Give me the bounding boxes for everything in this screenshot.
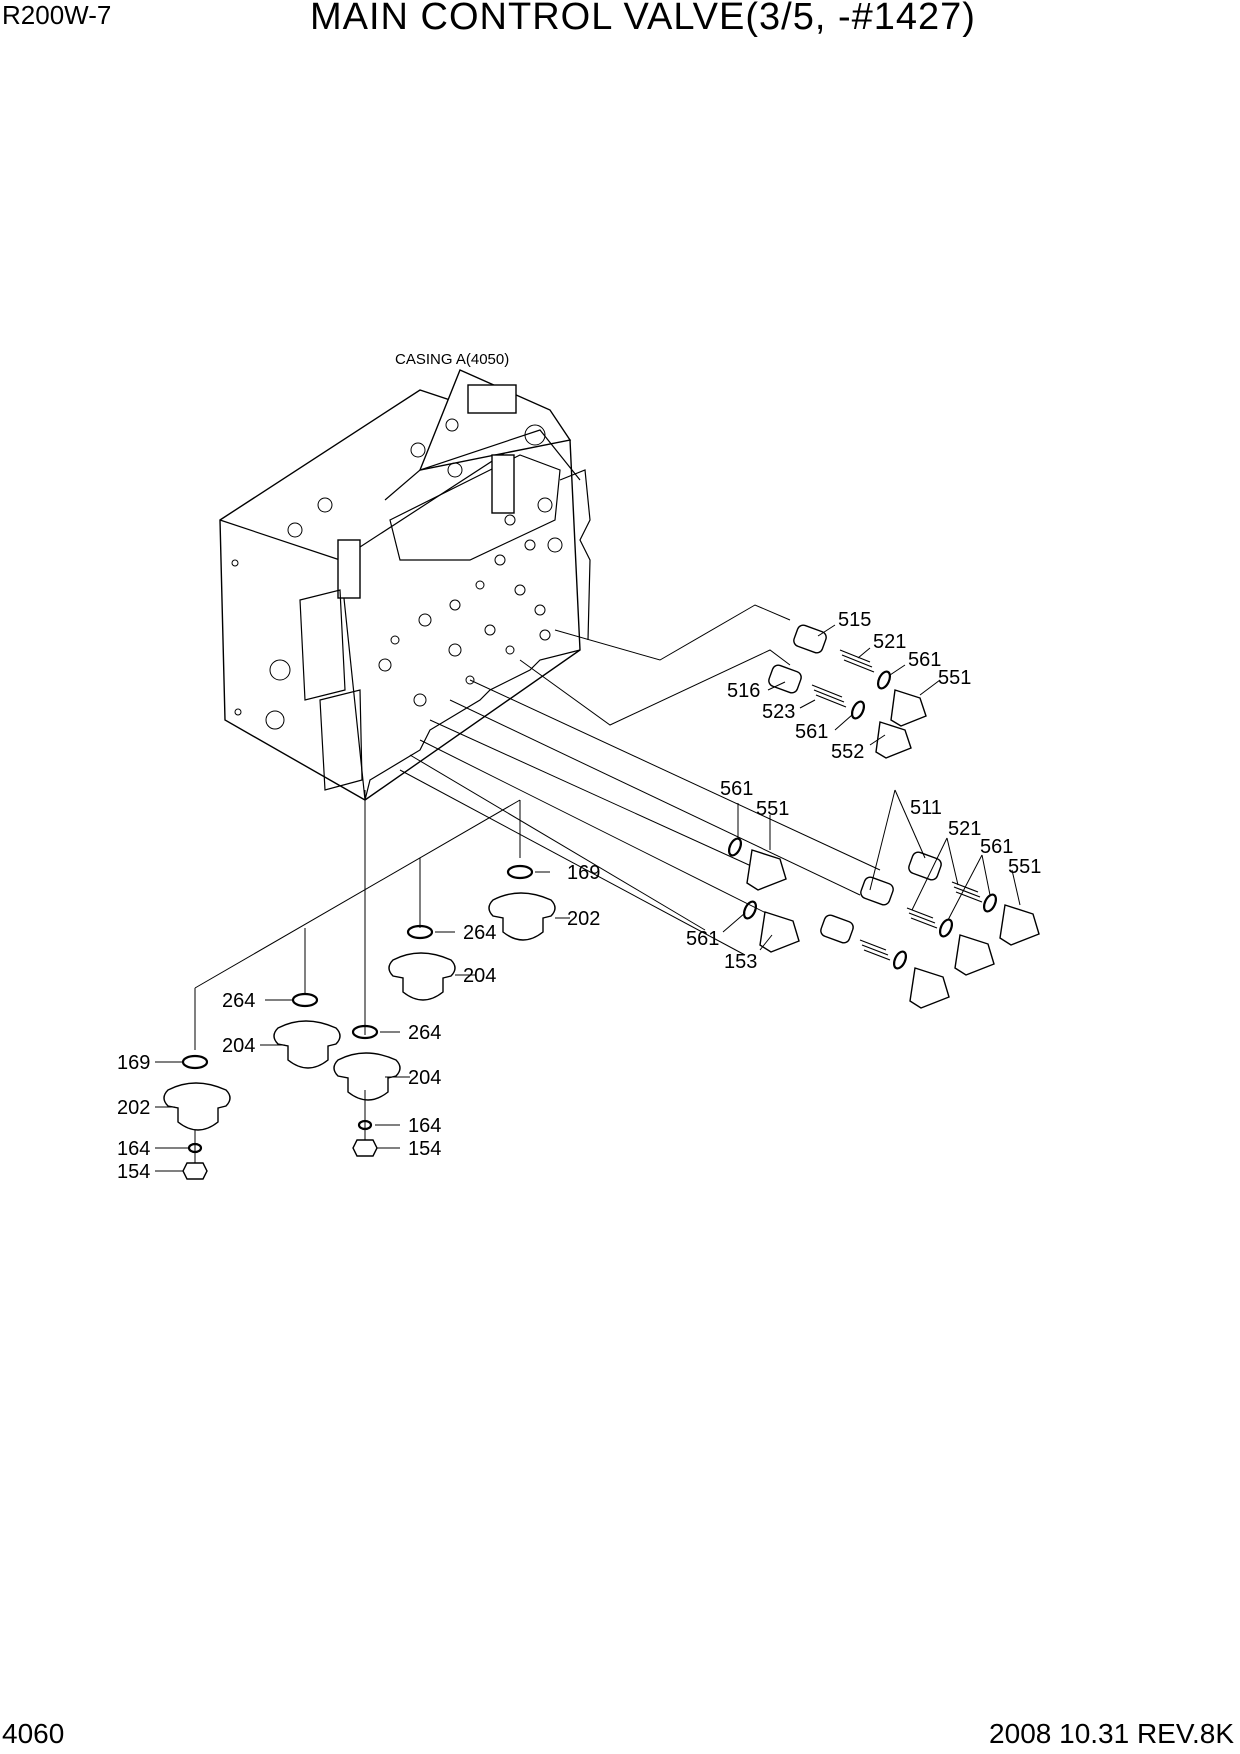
oring-561-icon <box>938 918 954 938</box>
part-label: 164 <box>117 1138 150 1160</box>
oring-561-icon <box>742 900 758 920</box>
part-label: 264 <box>222 990 255 1012</box>
flange-204-icon <box>388 952 456 1001</box>
fitting-left-icon <box>337 539 361 599</box>
flange-204-icon <box>273 1020 341 1069</box>
nut-154-icon <box>352 1139 378 1157</box>
flange-204-icon <box>333 1052 401 1101</box>
oring-264-icon <box>291 992 319 1008</box>
plug-552-icon <box>875 721 912 759</box>
part-label: 202 <box>567 908 600 930</box>
part-label: 515 <box>838 609 871 631</box>
flange-202-icon <box>163 1082 231 1131</box>
part-label: 551 <box>938 667 971 689</box>
plug-551-icon <box>890 689 927 727</box>
part-label: 561 <box>686 928 719 950</box>
part-label: 561 <box>980 836 1013 858</box>
part-label: 153 <box>724 951 757 973</box>
oring-561-icon <box>876 670 892 690</box>
upper-right-parts <box>727 624 1040 1009</box>
part-label: 521 <box>873 631 906 653</box>
part-label: 154 <box>117 1161 150 1183</box>
plug-icon <box>954 934 995 976</box>
oring-264-icon <box>351 1024 379 1040</box>
oring-561-icon <box>727 837 743 857</box>
oring-264-icon <box>406 924 434 940</box>
part-label: 551 <box>1008 856 1041 878</box>
part-label: 154 <box>408 1138 441 1160</box>
revision-date: 2008 10.31 REV.8K <box>989 1718 1234 1749</box>
part-label: 523 <box>762 701 795 723</box>
part-label: 521 <box>948 818 981 840</box>
part-labels: 515 521 561 551 516 523 561 552 561 551 … <box>117 609 1041 1183</box>
plug-511-icon <box>860 876 894 906</box>
part-label: 516 <box>727 680 760 702</box>
part-label: 561 <box>908 649 941 671</box>
spring-521-icon <box>839 649 875 673</box>
spring-521-icon <box>906 907 938 929</box>
plug-icon <box>909 967 950 1009</box>
casing-block <box>219 369 591 801</box>
part-label: 561 <box>795 721 828 743</box>
leader-lines <box>194 604 881 1050</box>
page-number: 4060 <box>2 1718 65 1749</box>
plug-icon <box>820 914 854 944</box>
model-code: R200W-7 <box>2 0 112 30</box>
part-label: 204 <box>463 965 496 987</box>
part-label: 511 <box>910 797 942 819</box>
plug-516-icon <box>768 664 802 694</box>
oring-icon <box>892 950 908 970</box>
plug-515-icon <box>793 624 827 654</box>
lower-left-parts <box>163 864 556 1180</box>
part-label: 552 <box>831 741 864 763</box>
part-label: 164 <box>408 1115 441 1137</box>
part-label: 561 <box>720 778 753 800</box>
fitting-right-icon <box>491 454 515 514</box>
casing-caption: CASING A(4050) <box>395 351 509 368</box>
spring-521-icon <box>951 881 983 903</box>
part-label: 264 <box>463 922 496 944</box>
flange-202-icon <box>488 892 556 941</box>
part-label: 169 <box>567 862 600 884</box>
part-label: 264 <box>408 1022 441 1044</box>
spring-icon <box>859 939 891 961</box>
plug-511-icon <box>908 851 942 881</box>
plug-153-icon <box>759 911 800 953</box>
oring-561-icon <box>982 893 998 913</box>
nameplate-icon <box>467 384 517 414</box>
nut-154-icon <box>182 1162 208 1180</box>
part-label: 204 <box>222 1035 255 1057</box>
plug-551-icon <box>746 849 787 891</box>
page-title: MAIN CONTROL VALVE(3/5, -#1427) <box>310 0 976 38</box>
spring-523-icon <box>811 684 847 708</box>
part-label: 202 <box>117 1097 150 1119</box>
oring-169-icon <box>506 864 534 880</box>
part-label: 204 <box>408 1067 441 1089</box>
plug-551-icon <box>999 904 1040 946</box>
part-label: 169 <box>117 1052 150 1074</box>
oring-561-icon <box>850 700 866 720</box>
part-label: 551 <box>756 798 789 820</box>
oring-169-icon <box>181 1054 209 1070</box>
